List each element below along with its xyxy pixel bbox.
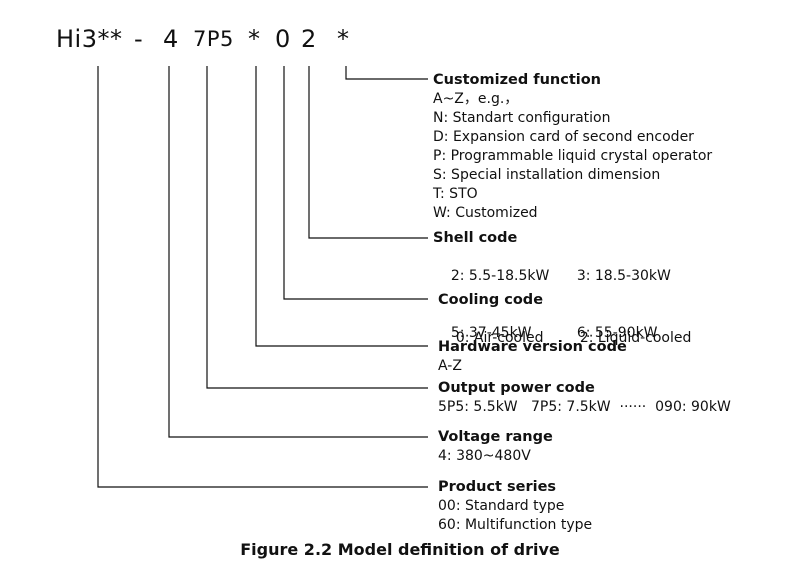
model-code-power: 7P5 — [193, 27, 234, 51]
voltage-range-value: 4: 380~480V — [438, 448, 531, 464]
customized-function-block: Customized function A~Z，e.g.， N: Standar… — [433, 71, 712, 223]
figure-caption: Figure 2.2 Model definition of drive — [240, 540, 560, 559]
model-code-hardware: * — [248, 25, 261, 53]
shell-code-row: 2: 5.5-18.5kW 3: 18.5-30kW — [433, 248, 671, 305]
customized-line: W: Customized — [433, 205, 538, 221]
connector-hardware — [255, 66, 428, 347]
customized-line: T: STO — [433, 186, 478, 202]
model-code-custom: * — [337, 25, 350, 53]
customized-line: P: Programmable liquid crystal operator — [433, 148, 713, 164]
customized-line: D: Expansion card of second encoder — [433, 129, 694, 145]
connector-shell — [308, 66, 428, 239]
voltage-range-title: Voltage range — [438, 429, 553, 445]
connector-series — [97, 66, 428, 488]
hardware-version-block: Hardware version code A-Z — [438, 338, 627, 376]
cooling-code-value: 0: Air-cooled — [455, 330, 544, 346]
voltage-range-block: Voltage range 4: 380~480V — [438, 428, 553, 466]
product-series-line: 00: Standard type — [438, 498, 565, 514]
hardware-version-value: A-Z — [438, 358, 462, 374]
output-power-block: Output power code 5P5: 5.5kW 7P5: 7.5kW … — [438, 379, 731, 417]
shell-code-value: 6: 55-90kW — [576, 325, 658, 341]
customized-line: S: Special installation dimension — [433, 167, 661, 183]
hardware-version-title: Hardware version code — [438, 339, 627, 355]
output-power-value: 5P5: 5.5kW 7P5: 7.5kW ······ 090: 90kW — [438, 399, 731, 415]
connector-custom — [345, 66, 428, 80]
shell-code-block: Shell code 2: 5.5-18.5kW 3: 18.5-30kW 5: … — [433, 229, 671, 362]
cooling-code-row: 0: Air-cooled 2: Liquid-cooled — [438, 310, 692, 367]
shell-code-title: Shell code — [433, 230, 518, 246]
output-power-title: Output power code — [438, 380, 595, 396]
model-code-shell: 2 — [301, 25, 317, 53]
shell-code-value: 3: 18.5-30kW — [576, 268, 671, 284]
product-series-line: 60: Multifunction type — [438, 517, 593, 533]
model-code-voltage: 4 — [163, 25, 179, 53]
shell-code-value: 5: 37-45kW — [450, 325, 532, 341]
model-code-series: Hi3** — [56, 25, 123, 53]
connector-power — [206, 66, 428, 389]
model-code-dash: - — [134, 25, 144, 53]
shell-code-value: 2: 5.5-18.5kW — [450, 268, 550, 284]
product-series-block: Product series 00: Standard type 60: Mul… — [438, 478, 592, 535]
shell-code-row: 5: 37-45kW 6: 55-90kW — [433, 305, 671, 362]
customized-line: A~Z，e.g.， — [433, 91, 519, 107]
customized-function-title: Customized function — [433, 72, 602, 88]
cooling-code-value: 2: Liquid-cooled — [579, 330, 692, 346]
cooling-code-title: Cooling code — [438, 292, 544, 308]
model-code-cooling: 0 — [275, 25, 291, 53]
connector-cooling — [283, 66, 428, 300]
connector-voltage — [168, 66, 428, 438]
cooling-code-block: Cooling code 0: Air-cooled 2: Liquid-cool… — [438, 291, 691, 367]
customized-line: N: Standart configuration — [433, 110, 611, 126]
product-series-title: Product series — [438, 479, 557, 495]
